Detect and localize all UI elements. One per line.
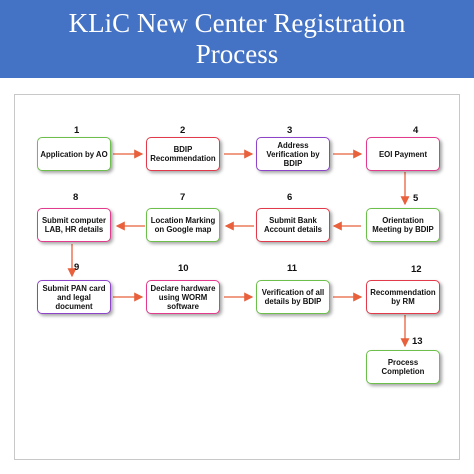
step-number-6: 6 bbox=[287, 192, 293, 203]
step-label-6: Submit Bank Account details bbox=[263, 216, 323, 234]
step-box-11: Verification of all details by BDIP bbox=[256, 280, 330, 314]
step-label-5: Orientation Meeting by BDIP bbox=[372, 216, 434, 234]
step-number-13: 13 bbox=[412, 336, 423, 347]
step-number-4: 4 bbox=[413, 125, 419, 136]
step-label-9: Submit PAN card and legal document bbox=[42, 283, 106, 311]
step-label-12: Recommendation by RM bbox=[370, 288, 436, 306]
step-number-12: 12 bbox=[411, 264, 422, 275]
step-box-5: Orientation Meeting by BDIP bbox=[366, 208, 440, 242]
step-box-8: Submit computer LAB, HR details bbox=[37, 208, 111, 242]
step-box-12: Recommendation by RM bbox=[366, 280, 440, 314]
step-label-1: Application by AO bbox=[40, 149, 108, 159]
step-box-10: Declare hardware using WORM software bbox=[146, 280, 220, 314]
step-label-7: Location Marking on Google map bbox=[150, 216, 216, 234]
step-box-6: Submit Bank Account details bbox=[256, 208, 330, 242]
step-number-5: 5 bbox=[413, 193, 419, 204]
step-label-11: Verification of all details by BDIP bbox=[261, 288, 325, 306]
step-box-13: Process Completion bbox=[366, 350, 440, 384]
title-banner: KLiC New Center Registration Process bbox=[0, 0, 474, 78]
page-title-line1: KLiC New Center Registration bbox=[68, 8, 406, 38]
diagram-frame bbox=[14, 94, 460, 460]
step-number-3: 3 bbox=[287, 125, 293, 136]
step-number-8: 8 bbox=[73, 192, 79, 203]
step-label-13: Process Completion bbox=[381, 358, 425, 376]
step-box-3: Address Verification by BDIP bbox=[256, 137, 330, 171]
step-number-9: 9 bbox=[74, 262, 80, 273]
step-number-10: 10 bbox=[178, 263, 189, 274]
page-title-line2: Process bbox=[195, 39, 279, 69]
step-label-10: Declare hardware using WORM software bbox=[150, 283, 216, 311]
step-box-7: Location Marking on Google map bbox=[146, 208, 220, 242]
step-box-2: BDIP Recommendation bbox=[146, 137, 220, 171]
step-number-2: 2 bbox=[180, 125, 186, 136]
step-label-3: Address Verification by BDIP bbox=[266, 140, 320, 168]
step-number-7: 7 bbox=[180, 192, 186, 203]
step-label-4: EOI Payment bbox=[378, 149, 428, 159]
step-box-4: EOI Payment bbox=[366, 137, 440, 171]
step-number-11: 11 bbox=[287, 263, 298, 274]
step-label-8: Submit computer LAB, HR details bbox=[41, 216, 107, 234]
step-box-1: Application by AO bbox=[37, 137, 111, 171]
step-number-1: 1 bbox=[74, 125, 80, 136]
step-box-9: Submit PAN card and legal document bbox=[37, 280, 111, 314]
step-label-2: BDIP Recommendation bbox=[150, 145, 216, 163]
